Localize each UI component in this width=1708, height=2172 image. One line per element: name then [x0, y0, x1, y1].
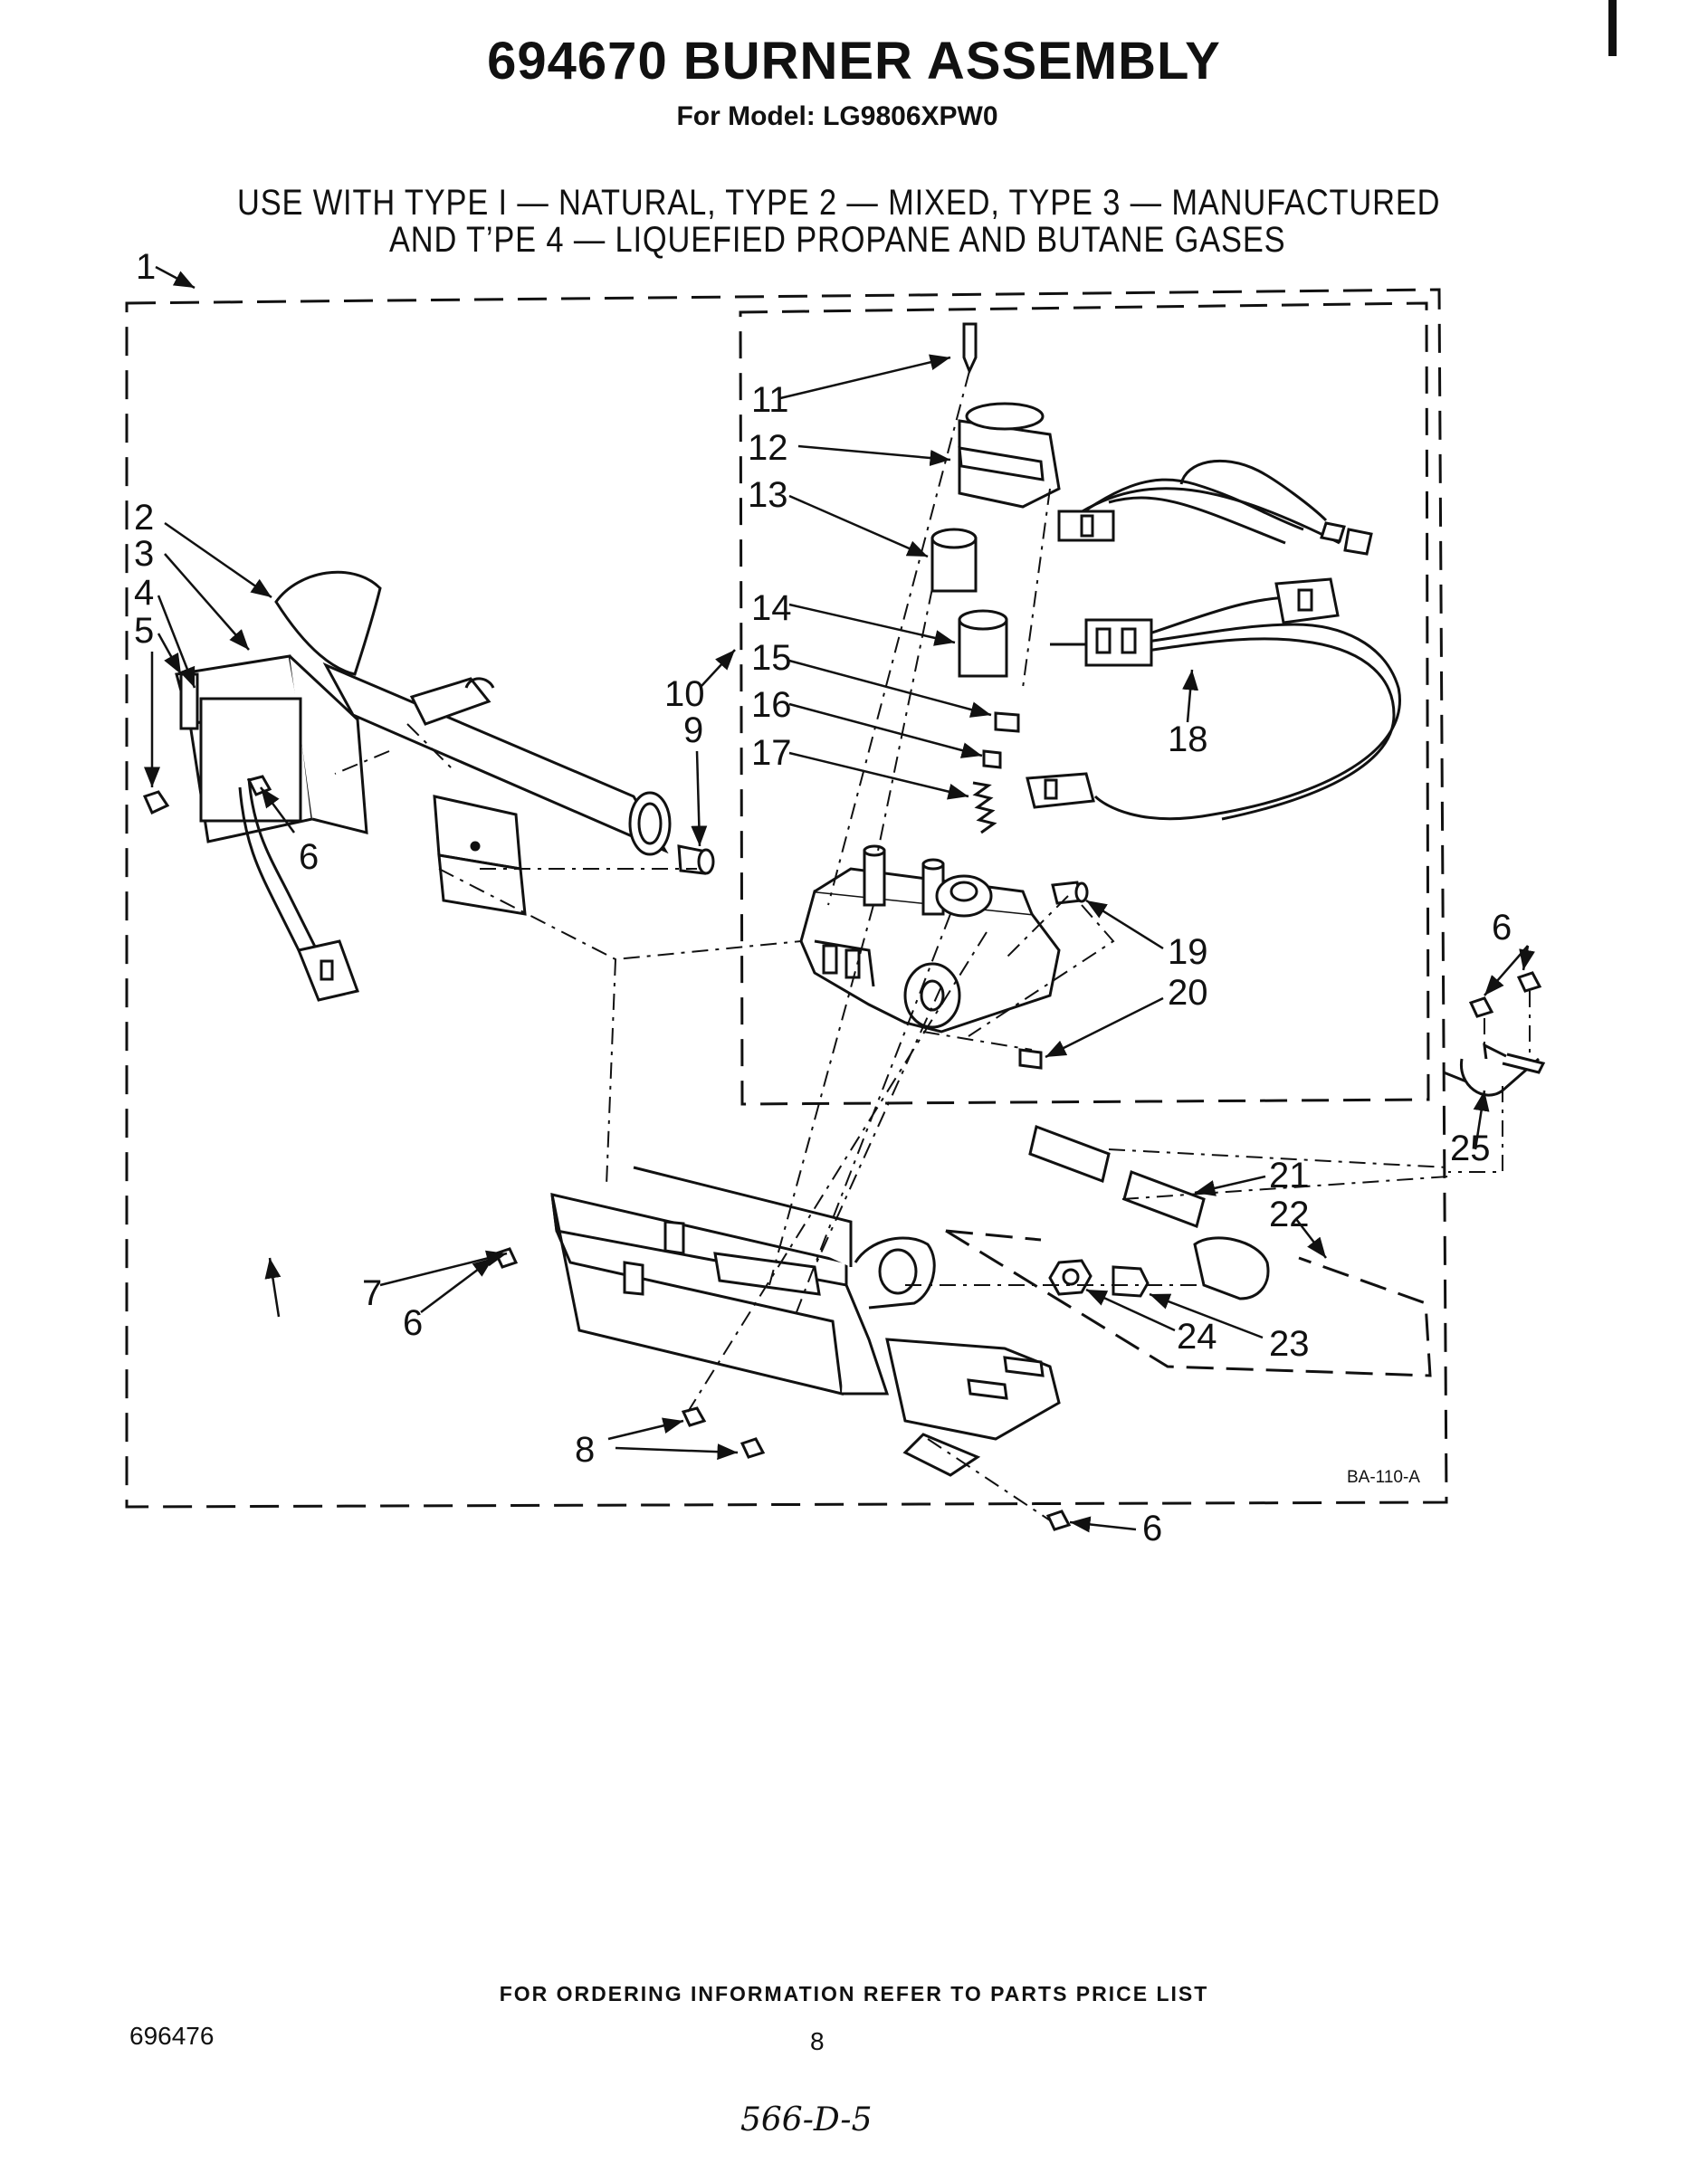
page-title: 694670 BURNER ASSEMBLY — [487, 32, 1221, 90]
callout-22: 22 — [1269, 1195, 1310, 1234]
drawing-code: BA-110-A — [1347, 1468, 1420, 1487]
valve-group-boundary — [739, 301, 1430, 1106]
valve-stack-parts — [930, 322, 1061, 834]
model-subtitle: For Model: LG9806XPW0 — [676, 101, 998, 131]
callout-12: 12 — [748, 428, 788, 468]
callout-7: 7 — [362, 1273, 382, 1313]
callout-10: 10 — [664, 674, 705, 714]
callout-8: 8 — [575, 1430, 595, 1470]
callout-6-bracket: 6 — [403, 1303, 423, 1343]
callout-6-right: 6 — [1492, 908, 1512, 948]
scan-edge-mark — [1608, 0, 1617, 56]
callout-13: 13 — [748, 475, 788, 515]
callout-25: 25 — [1450, 1129, 1491, 1168]
callout-9: 9 — [683, 710, 703, 750]
callout-3: 3 — [134, 534, 154, 574]
callout-14: 14 — [751, 588, 792, 628]
valve-small-parts — [1018, 881, 1089, 1070]
callout-2: 2 — [134, 498, 154, 538]
callout-5: 5 — [134, 611, 154, 651]
ordering-info-note: FOR ORDERING INFORMATION REFER TO PARTS … — [499, 1982, 1209, 2005]
gas-type-note-line-1: USE WITH TYPE I — NATURAL, TYPE 2 — MIXE… — [237, 183, 1441, 223]
ignitor-leads — [238, 777, 359, 1002]
orifice-nut — [677, 844, 715, 875]
callout-6-bottom: 6 — [1142, 1509, 1162, 1548]
callout-18: 18 — [1168, 719, 1208, 759]
callout-24: 24 — [1177, 1317, 1217, 1357]
gas-inlet-parts — [1028, 1043, 1546, 1300]
screws — [142, 775, 1542, 1531]
alignment-lines — [334, 370, 1531, 1521]
heat-shield — [433, 795, 527, 916]
callout-16: 16 — [751, 685, 792, 725]
outer-assembly-boundary — [125, 288, 1448, 1509]
leader-lines — [144, 265, 1535, 1533]
handwritten-note: 566-D-5 — [740, 2101, 873, 2139]
callout-23: 23 — [1269, 1324, 1310, 1364]
gas-type-note-line-2: AND T’PE 4 — LIQUEFIED PROPANE AND BUTAN… — [389, 220, 1286, 260]
wire-harness — [1050, 459, 1401, 821]
callout-6-left: 6 — [299, 837, 319, 877]
harness-connectors — [1026, 510, 1373, 809]
callout-21: 21 — [1269, 1156, 1310, 1196]
callout-20: 20 — [1168, 973, 1208, 1013]
callout-17: 17 — [751, 733, 792, 773]
callout-11: 11 — [751, 380, 789, 420]
mounting-bracket — [550, 1166, 1061, 1477]
document-number: 696476 — [129, 2022, 215, 2050]
inlet-group-dashed-outline — [945, 1229, 1432, 1377]
gas-valve-body — [799, 844, 1061, 1034]
page-number: 8 — [810, 2027, 825, 2055]
callout-4: 4 — [134, 573, 154, 613]
burner-tube — [274, 570, 672, 856]
callout-15: 15 — [751, 638, 792, 678]
callout-19: 19 — [1168, 932, 1208, 972]
callout-1: 1 — [136, 247, 156, 287]
